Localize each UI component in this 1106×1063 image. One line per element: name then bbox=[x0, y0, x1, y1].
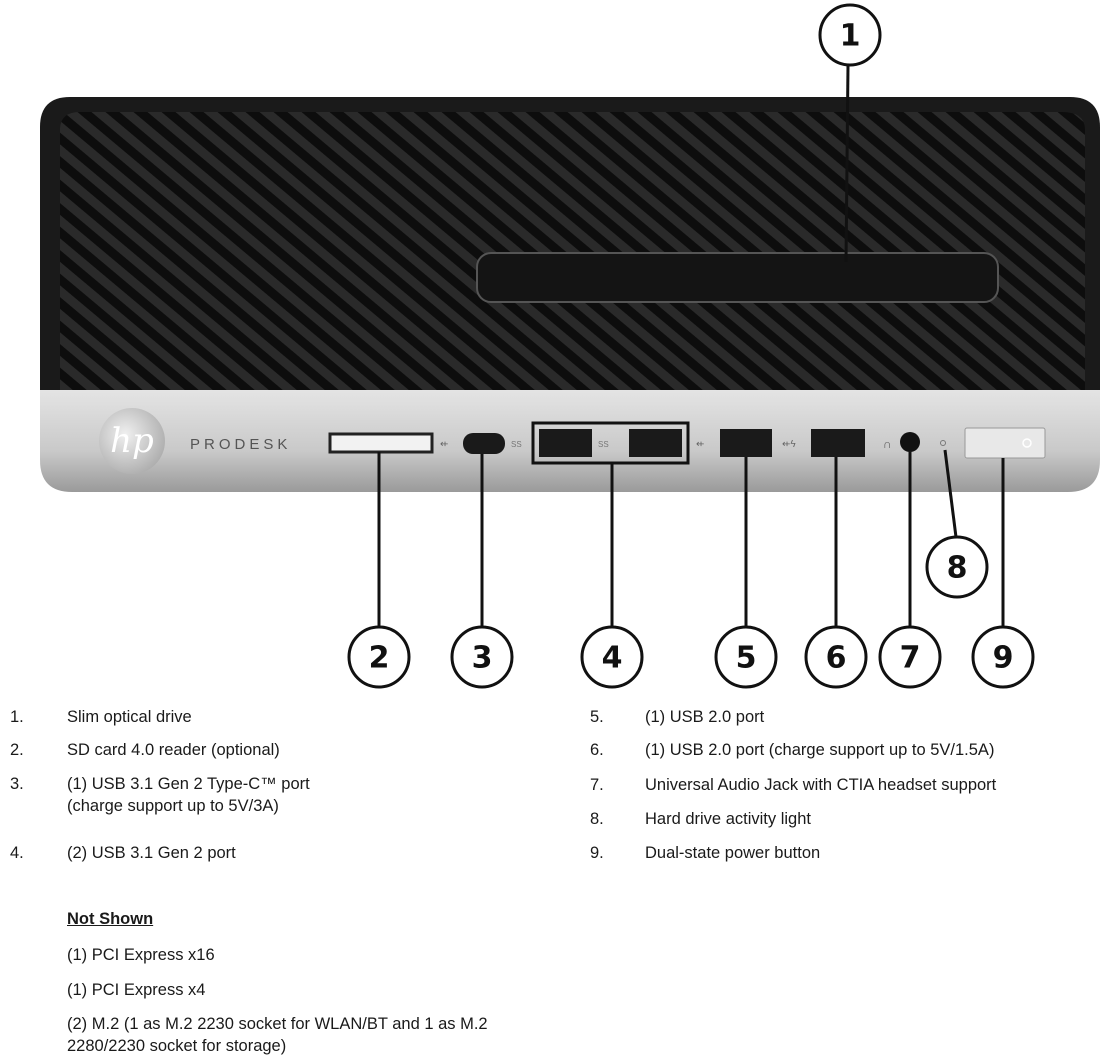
usb-charge-icon: ⇷ϟ bbox=[782, 439, 796, 450]
not-shown-heading: Not Shown bbox=[67, 910, 154, 928]
svg-text:9: 9 bbox=[993, 641, 1014, 676]
callout-6: 6 bbox=[804, 625, 868, 689]
pc-front-diagram: hp PRODESK ⇷ SS SS ⇷ ⇷ϟ ∩ 1 2 3 4 5 6 7 … bbox=[40, 3, 1100, 689]
legend-item: (2) USB 3.1 Gen 2 port bbox=[67, 844, 236, 862]
svg-text:3: 3 bbox=[472, 641, 493, 676]
sd-card-slot[interactable] bbox=[328, 432, 434, 454]
usb-3-port-a[interactable] bbox=[539, 429, 592, 457]
legend-item: (1) USB 3.1 Gen 2 Type-C™ port bbox=[67, 775, 310, 793]
power-icon bbox=[1022, 438, 1032, 448]
not-shown-item: 2280/2230 socket for storage) bbox=[67, 1037, 287, 1055]
legend-num: 5. bbox=[590, 708, 604, 726]
callout-9: 9 bbox=[971, 625, 1035, 689]
not-shown-item: (1) PCI Express x16 bbox=[67, 946, 215, 964]
headset-icon: ∩ bbox=[883, 437, 892, 451]
legend-num: 2. bbox=[10, 741, 24, 759]
legend-item: Slim optical drive bbox=[67, 708, 192, 726]
hp-logo: hp bbox=[99, 408, 165, 474]
callout-4: 4 bbox=[580, 625, 644, 689]
legend-num: 9. bbox=[590, 844, 604, 862]
chassis-vent-panel bbox=[40, 97, 1100, 392]
svg-text:6: 6 bbox=[826, 641, 847, 676]
callout-5: 5 bbox=[714, 625, 778, 689]
svg-text:5: 5 bbox=[736, 641, 757, 676]
svg-text:2: 2 bbox=[369, 641, 390, 676]
legend-item: Universal Audio Jack with CTIA headset s… bbox=[645, 776, 997, 794]
legend-num: 7. bbox=[590, 776, 604, 794]
usb-ss-icon: SS bbox=[511, 440, 522, 449]
svg-text:4: 4 bbox=[602, 641, 623, 676]
usb-2-charging-port[interactable] bbox=[811, 429, 865, 457]
legend-num: 1. bbox=[10, 708, 24, 726]
usb-c-port[interactable] bbox=[463, 433, 505, 454]
legend-item-cont: (charge support up to 5V/3A) bbox=[67, 797, 279, 815]
optical-drive-slot[interactable] bbox=[476, 252, 999, 303]
legend-num: 3. bbox=[10, 775, 24, 793]
usb-icon: ⇷ bbox=[440, 439, 448, 450]
power-button[interactable] bbox=[964, 427, 1046, 459]
svg-text:1: 1 bbox=[840, 19, 861, 54]
callout-7: 7 bbox=[878, 625, 942, 689]
legend-num: 4. bbox=[10, 844, 24, 862]
not-shown-item: (1) PCI Express x4 bbox=[67, 981, 206, 999]
legend-item: (1) USB 2.0 port bbox=[645, 708, 765, 726]
legend-item: (1) USB 2.0 port (charge support up to 5… bbox=[645, 741, 995, 759]
usb-icon: ⇷ bbox=[696, 439, 704, 450]
svg-text:hp: hp bbox=[110, 421, 154, 461]
not-shown-item: (2) M.2 (1 as M.2 2230 socket for WLAN/B… bbox=[67, 1015, 488, 1033]
svg-text:8: 8 bbox=[947, 551, 968, 586]
legend-item: SD card 4.0 reader (optional) bbox=[67, 741, 280, 759]
leader-lines bbox=[377, 64, 1005, 627]
legend-num: 8. bbox=[590, 810, 604, 828]
legend-num: 6. bbox=[590, 741, 604, 759]
usb-ss-icon: SS bbox=[598, 440, 609, 449]
svg-text:7: 7 bbox=[900, 641, 921, 676]
hdd-activity-light bbox=[940, 440, 946, 446]
legend-item: Hard drive activity light bbox=[645, 810, 811, 828]
usb-2-port[interactable] bbox=[720, 429, 772, 457]
callout-3: 3 bbox=[450, 625, 514, 689]
model-label: PRODESK bbox=[190, 436, 291, 453]
legend-item: Dual-state power button bbox=[645, 844, 821, 862]
callout-2: 2 bbox=[347, 625, 411, 689]
callout-8: 8 bbox=[925, 535, 989, 599]
callout-1: 1 bbox=[818, 3, 882, 67]
audio-jack[interactable] bbox=[900, 432, 920, 452]
usb-3-port-b[interactable] bbox=[629, 429, 682, 457]
